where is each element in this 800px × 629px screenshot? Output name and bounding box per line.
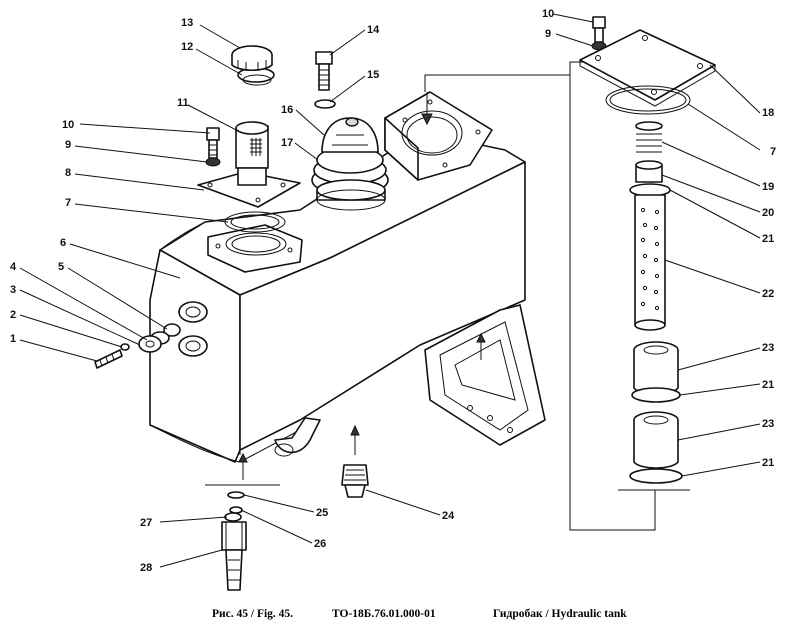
callout-15: 15	[367, 69, 379, 81]
drain-fitting-assembly	[205, 452, 280, 591]
callout-6: 6	[60, 237, 66, 249]
callout-1: 1	[10, 333, 16, 345]
callout-21-mid: 21	[762, 379, 774, 391]
top-filler-port	[384, 91, 493, 181]
bolt-washer-left	[205, 127, 221, 167]
callout-27: 27	[140, 517, 152, 529]
figure-number: Рис. 45 / Fig. 45.	[212, 608, 294, 620]
callout-21-top: 21	[762, 233, 774, 245]
callout-23-upper: 23	[762, 342, 774, 354]
callout-16: 16	[281, 104, 293, 116]
callout-19: 19	[762, 181, 774, 193]
callout-14: 14	[367, 24, 380, 36]
callout-21-bottom: 21	[762, 457, 774, 469]
callout-24: 24	[442, 510, 455, 522]
callout-7-right: 7	[770, 146, 776, 158]
callout-3: 3	[10, 284, 16, 296]
callout-9-left: 9	[65, 139, 71, 151]
callout-11: 11	[177, 97, 189, 109]
callout-10-right: 10	[542, 8, 554, 20]
bolt-washer-14-15	[314, 51, 336, 109]
callout-9-right: 9	[545, 28, 551, 40]
callout-10-left: 10	[62, 119, 74, 131]
document-code: ТО-18Б.76.01.000-01	[332, 608, 436, 620]
leader-lines	[19, 13, 761, 568]
plug-fitting-24	[341, 424, 369, 498]
callout-22: 22	[762, 288, 774, 300]
callout-26: 26	[314, 538, 326, 550]
callout-28: 28	[140, 562, 152, 574]
callout-7-left: 7	[65, 197, 71, 209]
cap-and-gasket	[231, 45, 275, 86]
figure-title: Гидробак / Hydraulic tank	[493, 608, 627, 620]
tube-holes	[640, 207, 660, 311]
callout-23-lower: 23	[762, 418, 774, 430]
figure-caption: Рис. 45 / Fig. 45. ТО-18Б.76.01.000-01 Г…	[0, 608, 800, 626]
callout-8: 8	[65, 167, 71, 179]
callout-18: 18	[762, 107, 774, 119]
callout-17: 17	[281, 137, 293, 149]
mount-bracket	[424, 304, 546, 446]
callout-12: 12	[181, 41, 193, 53]
side-port-fittings	[94, 301, 208, 369]
callout-20: 20	[762, 207, 774, 219]
callout-2: 2	[10, 309, 16, 321]
callout-numbers: 13 12 14 15 11 10 9 8 7 16 17 6 4 5 3 2 …	[10, 8, 776, 574]
callout-4: 4	[10, 261, 17, 273]
filter-breather	[311, 117, 389, 211]
callout-13: 13	[181, 17, 193, 29]
filter-mesh	[250, 138, 262, 156]
callout-25: 25	[316, 507, 328, 519]
left-filler-assembly	[197, 121, 303, 273]
callout-5: 5	[58, 261, 64, 273]
